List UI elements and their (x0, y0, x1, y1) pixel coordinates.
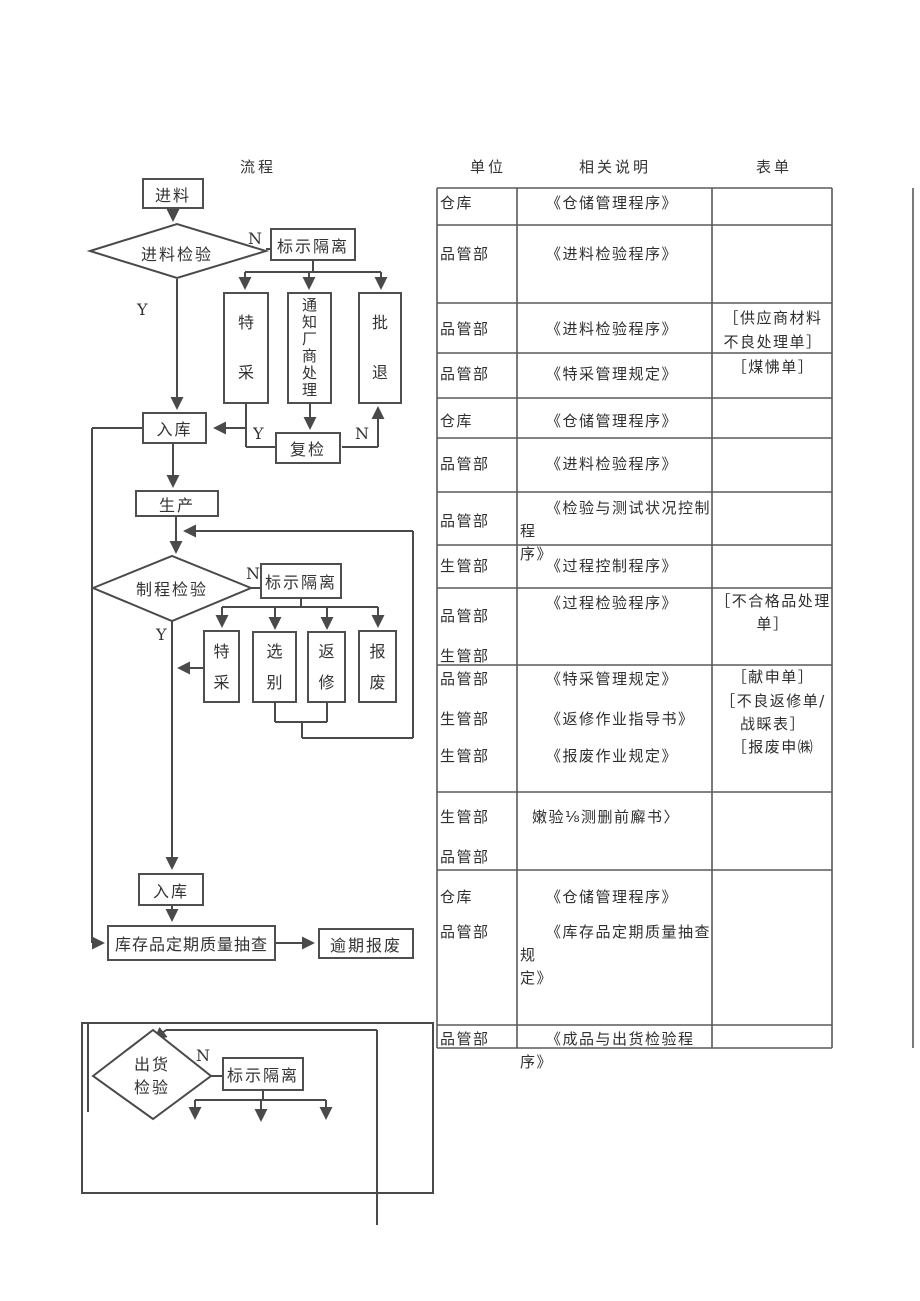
table-desc: 《仓储管理程序》 (546, 194, 679, 212)
table-unit: 品管部 (440, 923, 490, 941)
node-special-acceptance-1: 特采 (223, 292, 269, 404)
node-warehouse-in-2: 入库 (138, 873, 204, 906)
table-desc: 《库存品定期质量抽查规 定》 (520, 923, 712, 987)
node-overdue-scrap: 逾期报废 (318, 928, 414, 959)
node-notify-vendor: 通知厂商处理 (287, 292, 332, 404)
table-unit: 品管部 (440, 848, 490, 866)
label-n-incoming: N (248, 229, 262, 248)
table-unit: 品管部 (440, 607, 490, 625)
label-n-shipment: N (196, 1046, 210, 1065)
table-desc: 《进料检验程序》 (546, 320, 679, 338)
table-form: ［供应商材料 不良处理单］ (723, 309, 823, 351)
node-process-inspection-label: 制程检验 (135, 580, 208, 599)
table-desc: 《返修作业指导书》 (546, 710, 695, 728)
node-mark-isolation-1: 标示隔离 (270, 228, 356, 261)
table-desc: 《进料检验程序》 (546, 245, 679, 263)
table-desc: 《成品与出货检验程序》 (520, 1030, 695, 1071)
table-unit: 品管部 (440, 1030, 490, 1048)
process-inspection-diamond (90, 554, 254, 623)
table-unit: 仓库 (440, 412, 474, 430)
table-unit: 生管部 (440, 647, 490, 665)
label-y-process: Y (156, 625, 167, 644)
node-mark-isolation-2: 标示隔离 (260, 563, 342, 599)
table-unit: 生管部 (440, 557, 490, 575)
table-form: ［不合格品处理 单］ (715, 592, 831, 633)
table-desc: 《仓储管理程序》 (546, 412, 679, 430)
node-scrap: 报废 (358, 630, 397, 703)
table-form: ［献申单］ (731, 668, 815, 686)
label-n-recheck: N (355, 424, 369, 443)
flow-column-header: 流程 (240, 158, 277, 176)
table-form: ［煤怫单］ (731, 358, 815, 376)
table-unit: 生管部 (440, 808, 490, 826)
node-batch-reject: 批退 (358, 292, 402, 404)
node-production: 生产 (135, 490, 219, 517)
table-unit: 生管部 (440, 747, 490, 765)
node-recheck: 复检 (275, 432, 341, 464)
table-unit: 品管部 (440, 670, 490, 688)
bottom-section-frame (81, 1022, 434, 1194)
form-column-header: 表单 (756, 158, 793, 176)
table-desc: 《检验与测试状况控制程 序》 (520, 499, 712, 563)
table-desc: 嫩验⅛测删前廨书〉 (532, 808, 681, 826)
table-desc: 《仓储管理程序》 (546, 888, 679, 906)
table-unit: 品管部 (440, 512, 490, 530)
node-shipment-inspection-label: 出货检验 (133, 1055, 170, 1097)
table-desc: 《报废作业规定》 (546, 747, 679, 765)
flow-connectors (87, 208, 414, 1225)
table-form: ［不良返修单/ 战睬表］ (720, 692, 826, 733)
node-warehouse-in-1: 入库 (142, 412, 207, 444)
unit-column-header: 单位 (470, 158, 507, 176)
node-sorting: 选别 (252, 631, 297, 703)
node-special-acceptance-2: 特采 (203, 630, 240, 703)
table-desc: 《特采管理规定》 (546, 365, 679, 383)
label-y-recheck: Y (253, 424, 264, 443)
table-form: ［报废申㈱ (731, 738, 815, 756)
table-desc: 《过程控制程序》 (546, 557, 679, 575)
decision-diamonds (86, 222, 270, 1121)
node-stock-periodic-check: 库存品定期质量抽查 (107, 925, 276, 961)
table-grid (436, 187, 914, 1049)
label-n-process: N (246, 564, 260, 583)
incoming-inspection-diamond (86, 222, 270, 280)
table-unit: 仓库 (440, 888, 474, 906)
node-incoming: 进料 (142, 178, 204, 209)
table-desc: 《过程检验程序》 (546, 594, 679, 612)
table-unit: 生管部 (440, 710, 490, 728)
node-incoming-inspection-label: 进料检验 (140, 245, 213, 264)
table-unit: 品管部 (440, 455, 490, 473)
label-y-incoming: Y (137, 300, 148, 319)
table-unit: 品管部 (440, 320, 490, 338)
table-desc: 《特采管理规定》 (546, 670, 679, 688)
table-unit: 品管部 (440, 245, 490, 263)
description-column-header: 相关说明 (579, 158, 652, 176)
shipment-inspection-diamond (91, 1028, 213, 1121)
table-unit: 仓库 (440, 194, 474, 212)
table-unit: 品管部 (440, 365, 490, 383)
table-desc: 《进料检验程序》 (546, 455, 679, 473)
node-rework: 返修 (307, 631, 346, 703)
node-mark-isolation-3: 标示隔离 (222, 1057, 304, 1091)
